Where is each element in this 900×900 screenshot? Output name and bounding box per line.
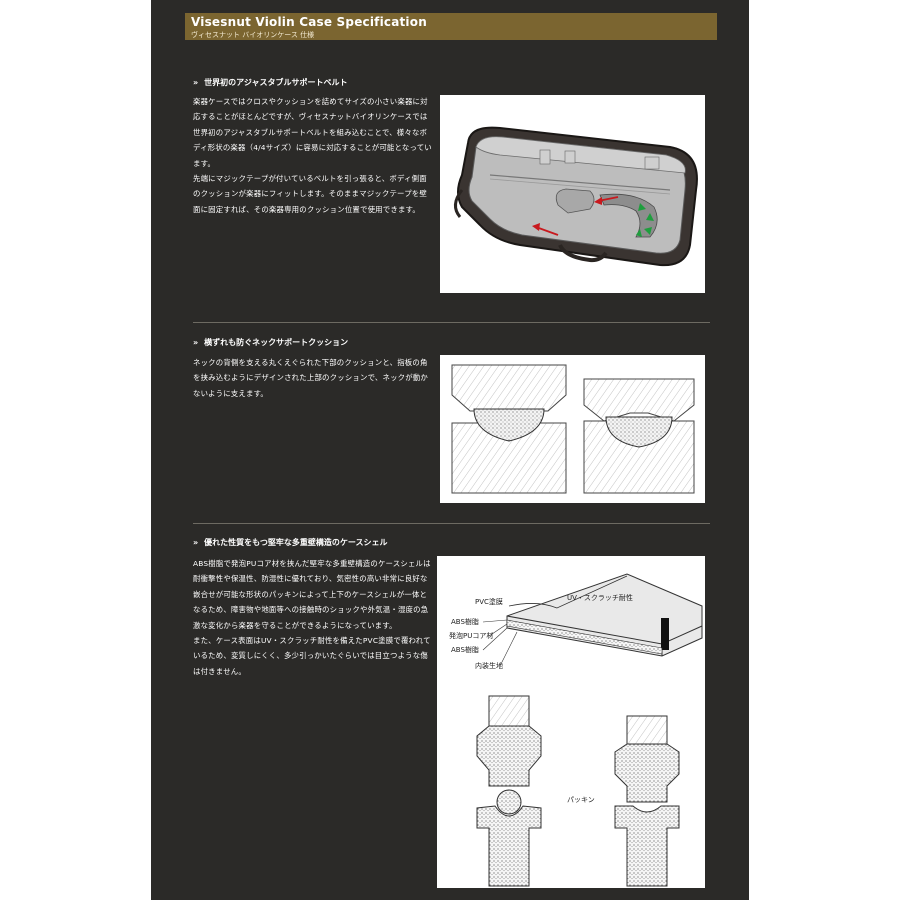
section-3-title: 優れた性質をもつ堅牢な多重壁構造のケースシェル xyxy=(204,538,388,547)
divider-2 xyxy=(193,523,710,524)
section-2-heading: » 横ずれも防ぐネックサポートクッション xyxy=(193,337,348,348)
section-1-title: 世界初のアジャスタブルサポートベルト xyxy=(204,78,348,87)
violin-case-illustration xyxy=(440,95,705,293)
header-band: Visesnut Violin Case Specification ヴィセスナ… xyxy=(185,13,717,40)
spec-sheet: Visesnut Violin Case Specification ヴィセスナ… xyxy=(151,0,749,900)
section-marker: » xyxy=(193,538,199,547)
label-packing: パッキン xyxy=(567,796,595,804)
page-title: Visesnut Violin Case Specification xyxy=(191,15,427,29)
neck-cushion-illustration xyxy=(440,355,705,503)
label-abs-bottom: ABS樹脂 xyxy=(451,645,479,654)
label-uv: UV・スクラッチ耐性 xyxy=(567,593,633,602)
divider-1 xyxy=(193,322,710,323)
shell-structure-illustration: PVC塗膜 UV・スクラッチ耐性 ABS樹脂 発泡PUコア材 ABS樹脂 内装生… xyxy=(437,556,705,888)
label-abs-top: ABS樹脂 xyxy=(451,617,479,626)
section-3-body: ABS樹脂で発泡PUコア材を挟んだ堅牢な多重壁構造のケースシェルは耐衝撃性や保温… xyxy=(193,559,431,676)
section-2-title: 横ずれも防ぐネックサポートクッション xyxy=(204,338,349,347)
section-2-body: ネックの背側を支える丸くえぐられた下部のクッションと、指板の角を挟み込むようにデ… xyxy=(193,358,429,398)
section-1-heading: » 世界初のアジャスタブルサポートベルト xyxy=(193,77,347,88)
section-marker: » xyxy=(193,338,199,347)
section-1-body: 楽器ケースではクロスやクッションを詰めてサイズの小さい楽器に対応することがほとん… xyxy=(193,97,432,214)
label-pu: 発泡PUコア材 xyxy=(449,631,493,640)
page-subtitle: ヴィセスナット バイオリンケース 仕様 xyxy=(191,31,315,39)
label-pvc: PVC塗膜 xyxy=(475,597,503,606)
label-lining: 内装生地 xyxy=(475,661,503,670)
section-3-heading: » 優れた性質をもつ堅牢な多重壁構造のケースシェル xyxy=(193,537,387,548)
section-marker: » xyxy=(193,78,199,87)
